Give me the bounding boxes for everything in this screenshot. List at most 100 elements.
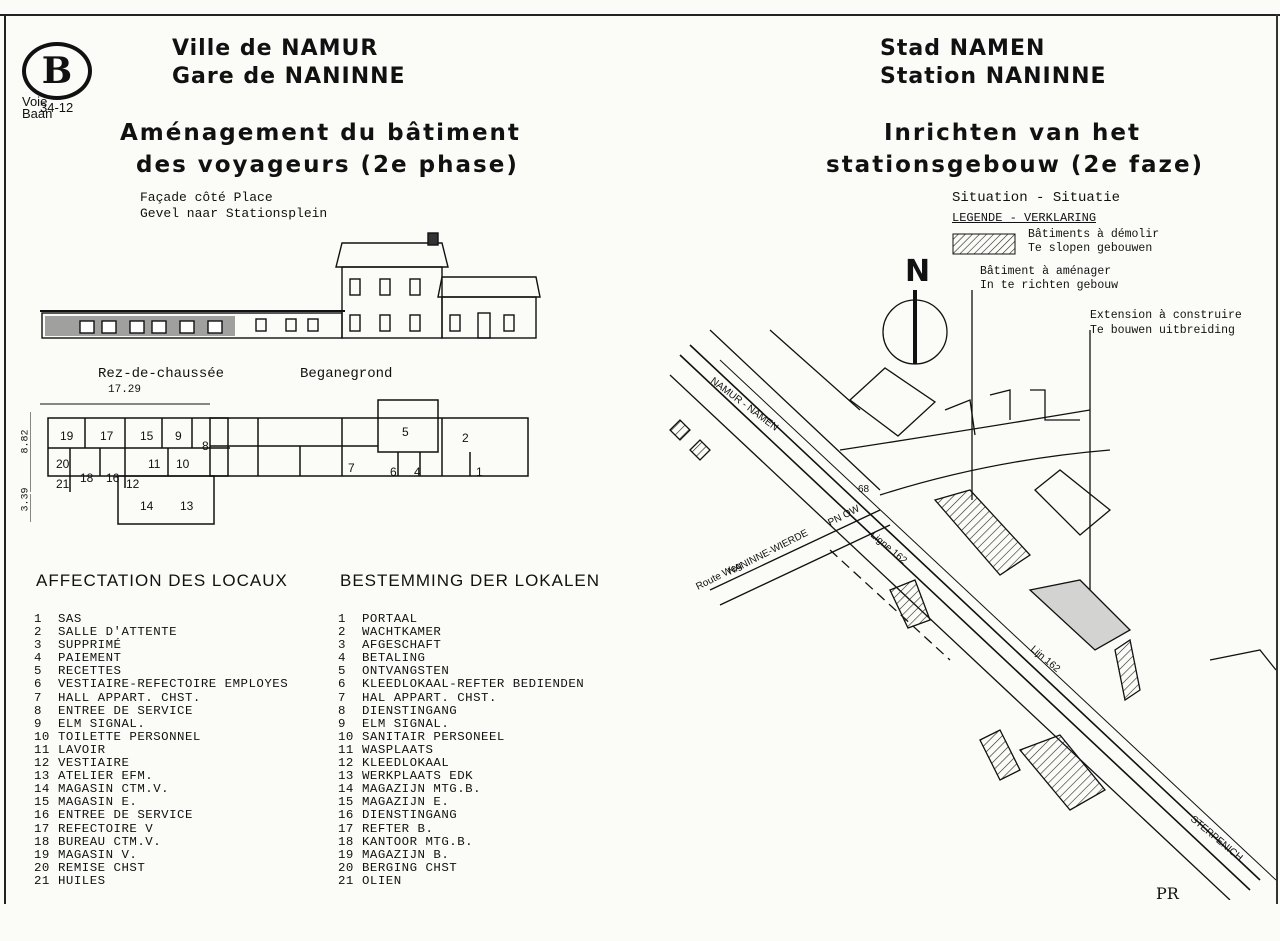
svg-text:17: 17: [100, 429, 114, 443]
track-number: 34-12: [40, 100, 74, 115]
room-name: SANITAIR PERSONEEL: [362, 729, 505, 744]
room-name: ELM SIGNAL.: [362, 716, 450, 731]
room-number: 20: [34, 860, 50, 875]
title-fr-line1: Aménagement du bâtiment: [120, 120, 521, 146]
frame-right-border: [1276, 14, 1278, 904]
room-name: LAVOIR: [58, 742, 106, 757]
room-name: MAGASIN V.: [58, 847, 138, 862]
city-fr: Ville de NAMUR: [172, 36, 379, 61]
room-name: HAL APPART. CHST.: [362, 690, 497, 705]
city-nl: Stad NAMEN: [880, 36, 1046, 61]
room-name: MAGASIN CTM.V.: [58, 782, 170, 797]
room-name: MAGAZIJN MTG.B.: [362, 782, 482, 797]
svg-text:2: 2: [462, 431, 469, 445]
facade-elevation-drawing: [40, 232, 541, 339]
room-number: 10: [338, 729, 354, 744]
demolish-swatch-icon: [952, 233, 1016, 255]
room-name: WACHTKAMER: [362, 625, 442, 640]
legend-arrange-fr: Bâtiment à aménager: [980, 265, 1112, 278]
room-name: HALL APPART. CHST.: [58, 690, 201, 705]
room-name: WASPLAATS: [362, 742, 434, 757]
room-name: ELM SIGNAL.: [58, 716, 146, 731]
station-fr: Gare de NANINNE: [172, 64, 406, 89]
sncb-logo: B: [22, 42, 92, 100]
road-name: NANINNE-WIERDE: [726, 528, 810, 578]
line-label-fr: Ligne 162: [868, 530, 909, 567]
room-name: WERKPLAATS EDK: [362, 769, 474, 784]
room-number: 14: [34, 782, 50, 797]
room-number: 5: [338, 664, 346, 679]
svg-text:12: 12: [126, 477, 140, 491]
title-fr-line2: des voyageurs (2e phase): [136, 152, 519, 178]
svg-text:9: 9: [175, 429, 182, 443]
line-label-nl: Lijn 162: [1028, 644, 1062, 675]
room-number: 18: [338, 834, 354, 849]
room-number: 18: [34, 834, 50, 849]
room-number: 21: [338, 873, 354, 888]
track-label: Voie Baan: [22, 94, 53, 121]
room-name: PORTAAL: [362, 612, 418, 626]
room-number: 12: [34, 756, 50, 771]
room-name: MAGAZIJN B.: [362, 847, 450, 862]
room-row: 14 MAGASIN CTM.V.: [34, 783, 288, 796]
title-nl-line1: Inrichten van het: [884, 120, 1142, 146]
room-number: 4: [338, 651, 346, 666]
room-name: DIENSTINGANG: [362, 808, 458, 823]
room-number: 8: [34, 703, 42, 718]
room-name: SUPPRIMÉ: [58, 638, 122, 653]
svg-text:18: 18: [80, 471, 94, 485]
room-row: 10 SANITAIR PERSONEEL: [338, 729, 584, 744]
room-name: MAGASIN E.: [58, 795, 138, 810]
legend-demolish-fr: Bâtiments à démolir: [1028, 228, 1160, 241]
room-row: 18 KANTOOR MTG.B.: [338, 834, 584, 849]
svg-text:6: 6: [390, 465, 397, 479]
svg-text:4: 4: [414, 465, 421, 479]
room-number: 6: [338, 677, 346, 692]
svg-text:15: 15: [140, 429, 154, 443]
legend-extension-nl: Te bouwen uitbreiding: [1090, 324, 1235, 337]
svg-text:10: 10: [176, 457, 190, 471]
room-number: 8: [338, 703, 346, 718]
svg-text:5: 5: [402, 425, 409, 439]
room-row: 15 MAGAZIJN E.: [338, 796, 584, 809]
room-name: REFECTOIRE V: [58, 821, 154, 836]
room-name: KANTOOR MTG.B.: [362, 834, 474, 849]
room-number: 16: [34, 808, 50, 823]
room-number: 15: [338, 795, 354, 810]
situation-title: Situation - Situatie: [952, 190, 1121, 206]
namur-label: NAMUR - NAMEN: [708, 376, 780, 434]
facade-nl: Gevel naar Stationsplein: [140, 206, 328, 221]
room-number: 13: [34, 769, 50, 784]
room-row: 16 ENTREE DE SERVICE: [34, 809, 288, 822]
room-name: OLIEN: [362, 873, 402, 888]
legend-title: LEGENDE - VERKLARING: [952, 211, 1097, 225]
room-number: 15: [34, 795, 50, 810]
room-name: MAGAZIJN E.: [362, 795, 450, 810]
room-number: 17: [34, 821, 50, 836]
room-name: SAS: [58, 612, 82, 626]
room-number: 2: [34, 625, 42, 640]
room-name: ONTVANGSTEN: [362, 664, 450, 679]
svg-text:19: 19: [60, 429, 74, 443]
room-name: ENTREE DE SERVICE: [58, 808, 193, 823]
affectation-title-nl: BESTEMMING DER LOKALEN: [340, 571, 601, 590]
affectation-title-fr: AFFECTATION DES LOCAUX: [36, 571, 288, 590]
ground-floor-fr: Rez-de-chaussée: [98, 366, 225, 382]
